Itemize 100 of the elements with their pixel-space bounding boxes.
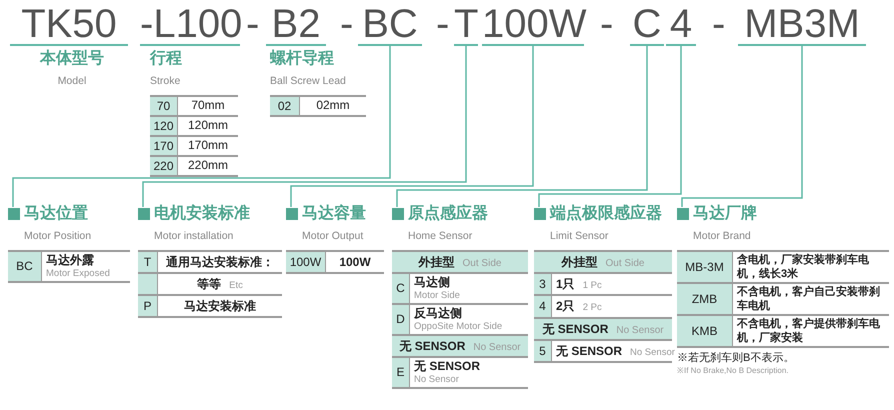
description-text: 马达安装标准 (184, 298, 256, 316)
section-heading: 行程 (150, 50, 182, 68)
separator-dash: - (246, 2, 260, 46)
table-row (150, 157, 238, 177)
section-heading: 马达容量 (302, 205, 366, 223)
description-text: 170mm (188, 138, 228, 153)
section-subtitle: Motor Brand (693, 230, 751, 242)
table-row (150, 97, 238, 117)
table-header-row (534, 252, 672, 274)
code-cell: 120 (150, 117, 178, 135)
description-text: 不含电机，客户自己安装带刹车电机 (737, 285, 881, 313)
table-row (138, 252, 282, 274)
code-cell: 70 (150, 97, 178, 115)
table-row (286, 252, 384, 274)
section-subtitle: Motor Position (24, 230, 92, 242)
code-cell: ZMB (677, 284, 733, 314)
leader-line (290, 46, 534, 207)
code-segment: TK50 (10, 2, 128, 46)
table-row (392, 274, 528, 305)
code-segment: BC (358, 2, 422, 46)
table-row (534, 274, 672, 296)
code-cell: T (138, 252, 158, 272)
section-heading: 螺杆导程 (270, 50, 334, 68)
section-heading: 本体型号 (40, 50, 104, 68)
english-text: Out Side (606, 257, 644, 271)
code-segment: T (454, 2, 478, 46)
description-text: 等等 (197, 276, 222, 293)
leader-line (681, 46, 803, 207)
english-text: No Sensor (414, 374, 460, 386)
english-text: 2 Pc (582, 301, 602, 316)
table-row (392, 358, 528, 389)
section-subtitle: Home Sensor (408, 230, 472, 242)
section-subtitle: Motor installation (154, 230, 234, 242)
code-cell: 100W (286, 252, 326, 272)
table-row (150, 117, 238, 137)
description-text: 120mm (188, 118, 228, 133)
leader-line (142, 46, 467, 207)
code-cell: P (138, 296, 158, 316)
code-cell: BC (8, 252, 42, 281)
code-segment: MB3M (738, 2, 866, 46)
english-text: No Sensor (473, 340, 521, 355)
note-text: ※若无刹车则B不表示。 (677, 351, 796, 365)
description-text: 无 SENSOR (556, 342, 622, 360)
description-text: 不含电机，客户提供带刹车电机，厂家安装 (737, 317, 881, 345)
section-subtitle: Motor Output (302, 230, 364, 242)
description-text: 马达侧 (414, 275, 451, 290)
english-text: OppoSite Motor Side (414, 320, 504, 333)
code-segment: 4 (666, 2, 696, 46)
section-subtitle: Limit Sensor (550, 230, 608, 242)
table-row (677, 316, 889, 348)
code-segment: 100W (482, 2, 584, 46)
english-text: 1 Pc (582, 279, 602, 293)
row-title: 无 SENSOR (542, 320, 608, 338)
code-cell: 5 (534, 340, 552, 361)
english-text: No Sensor (616, 324, 664, 338)
section-heading: 原点感应器 (408, 205, 488, 223)
code-cell: MB-3M (677, 252, 733, 282)
description-text: 02mm (316, 98, 350, 113)
table-row (138, 274, 282, 296)
table-row (677, 284, 889, 316)
note-text: ※If No Brake,No B Description. (677, 365, 790, 376)
description-text: 2只 (556, 298, 575, 316)
separator-dash: - (436, 2, 450, 46)
code-cell: 4 (534, 296, 552, 316)
table-header-row (534, 318, 672, 340)
code-cell: 3 (534, 274, 552, 294)
description-text: 1只 (556, 276, 575, 293)
code-segment: -L100 (140, 2, 240, 46)
code-cell: 220 (150, 157, 178, 175)
description-text: 马达外露 (46, 253, 95, 268)
code-cell: C (392, 274, 410, 303)
english-text: Etc (229, 279, 243, 293)
separator-dash: - (340, 2, 354, 46)
english-text: Motor Exposed (46, 268, 111, 280)
row-title: 外挂型 (418, 254, 455, 271)
section-subtitle: Ball Screw Lead (270, 75, 346, 87)
table-row (8, 252, 130, 283)
leader-line (396, 46, 648, 207)
code-cell: 02 (270, 97, 300, 115)
row-title: 外挂型 (562, 254, 598, 271)
code-cell: D (392, 304, 410, 334)
table-row (677, 252, 889, 284)
table-header-row (392, 336, 528, 358)
description-text: 通用马达安装标准： (166, 254, 274, 271)
table-header-row (392, 252, 528, 274)
section-heading: 马达厂牌 (693, 205, 757, 223)
description-text: 220mm (188, 158, 228, 173)
section-subtitle: Model (58, 75, 86, 87)
english-text: Motor Side (414, 290, 461, 302)
code-segment: C (630, 2, 664, 46)
row-title: 无 SENSOR (399, 338, 466, 355)
code-cell: E (392, 358, 410, 387)
section-heading: 端点极限感应器 (550, 205, 662, 223)
section-heading: 电机安装标准 (154, 205, 250, 223)
leader-line (12, 46, 391, 207)
table-row (270, 97, 366, 117)
description-text: 70mm (191, 98, 225, 113)
table-row (150, 137, 238, 157)
english-text: No Sensor (630, 346, 675, 360)
table-row (138, 296, 282, 318)
